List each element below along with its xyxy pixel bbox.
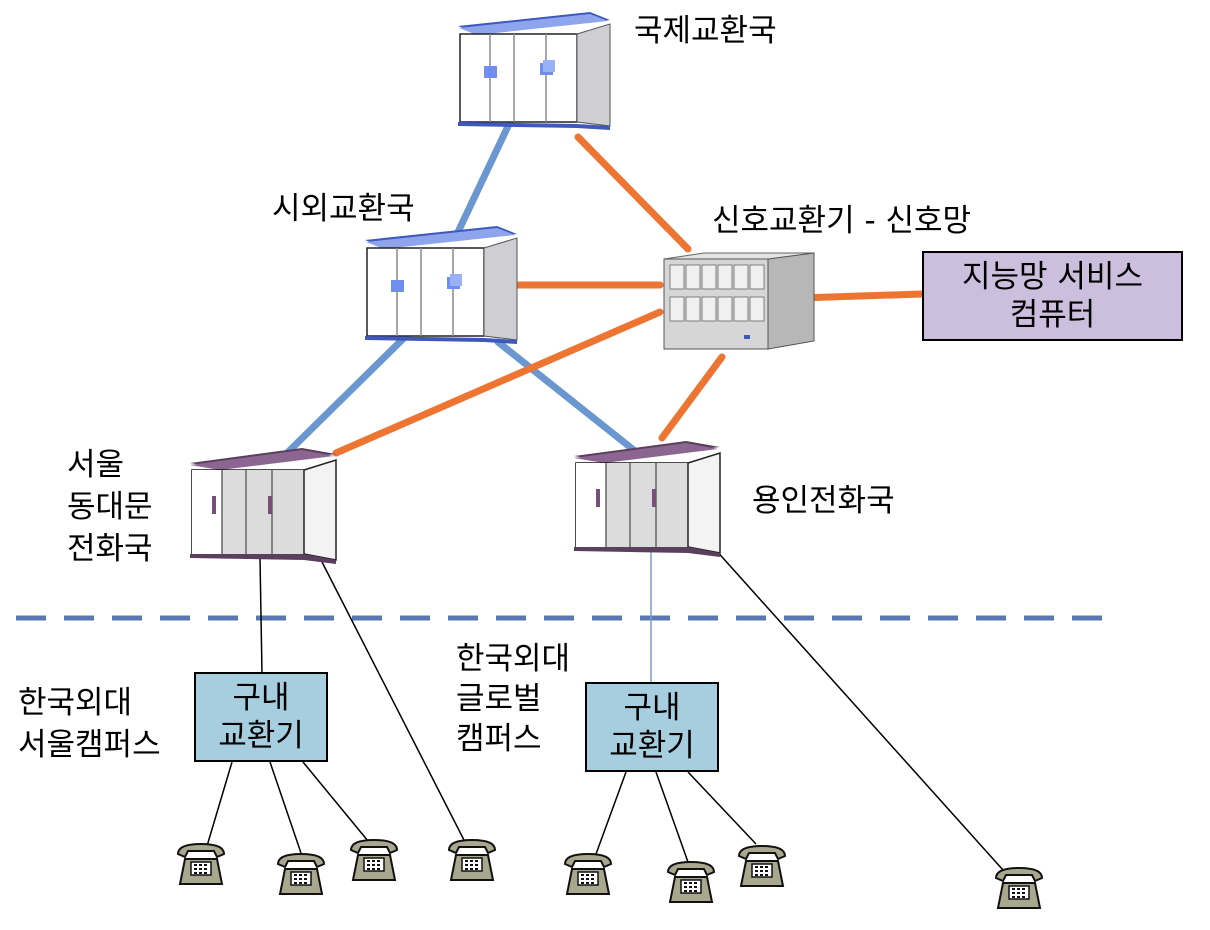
signal-line-yongin bbox=[658, 353, 726, 442]
trunk-line-international-toll bbox=[454, 118, 514, 236]
telephone-icon bbox=[350, 839, 398, 881]
telephone-icon bbox=[667, 861, 715, 903]
telephone-icon bbox=[738, 845, 786, 887]
toll-exchange-icon bbox=[364, 225, 518, 345]
global-campus-pbx-box: 구내 교환기 bbox=[585, 682, 719, 772]
yongin-exchange-icon bbox=[573, 440, 721, 558]
signal-transfer-point-icon bbox=[663, 252, 815, 350]
seoul-dongdaemun-label-line3: 전화국 bbox=[67, 531, 153, 567]
seoul-campus-pbx-box: 구내 교환기 bbox=[194, 672, 328, 762]
global-campus-label-line2: 글로벌 bbox=[456, 681, 542, 717]
telephone-icon bbox=[277, 853, 325, 895]
pbx-label-line2: 교환기 bbox=[609, 728, 695, 764]
signal-line-international bbox=[574, 133, 692, 253]
toll-exchange-label: 시외교환국 bbox=[272, 191, 415, 227]
seoul-campus-label-line1: 한국외대 bbox=[18, 685, 133, 721]
pbx-label-line2: 교환기 bbox=[218, 718, 304, 754]
global-campus-label-line1: 한국외대 bbox=[456, 641, 571, 677]
pbx-label-line1: 구내 bbox=[232, 680, 290, 716]
telephone-icon bbox=[448, 839, 496, 881]
signal-line-service-computer bbox=[796, 290, 926, 302]
signal-line-seoul bbox=[332, 308, 664, 457]
seoul-dongdaemun-exchange-icon bbox=[189, 447, 337, 565]
trunk-lines bbox=[278, 118, 644, 462]
global-campus-label-line3: 캠퍼스 bbox=[456, 721, 542, 757]
seoul-dongdaemun-label-line1: 서울 bbox=[67, 447, 125, 483]
yongin-exchange-label: 용인전화국 bbox=[752, 483, 895, 519]
in-service-computer-line1: 지능망 서비스 bbox=[962, 259, 1143, 295]
international-exchange-label: 국제교환국 bbox=[634, 13, 777, 49]
signal-lines bbox=[332, 133, 926, 457]
trunk-line-toll-yongin bbox=[494, 338, 644, 459]
signal-exchange-label: 신호교환기 - 신호망 bbox=[712, 203, 972, 239]
telephone-icon bbox=[564, 853, 612, 895]
international-exchange-icon bbox=[457, 11, 611, 131]
in-service-computer-box: 지능망 서비스 컴퓨터 bbox=[922, 251, 1183, 341]
seoul-campus-label-line2: 서울캠퍼스 bbox=[18, 727, 161, 763]
trunk-line-toll-seoul bbox=[278, 330, 412, 462]
telephone-icon bbox=[995, 867, 1043, 909]
subscriber-lines bbox=[206, 547, 1004, 871]
telephone-icon bbox=[177, 843, 225, 885]
pbx-label-line1: 구내 bbox=[623, 690, 681, 726]
seoul-dongdaemun-label-line2: 동대문 bbox=[67, 489, 153, 525]
in-service-computer-line2: 컴퓨터 bbox=[1009, 297, 1096, 333]
